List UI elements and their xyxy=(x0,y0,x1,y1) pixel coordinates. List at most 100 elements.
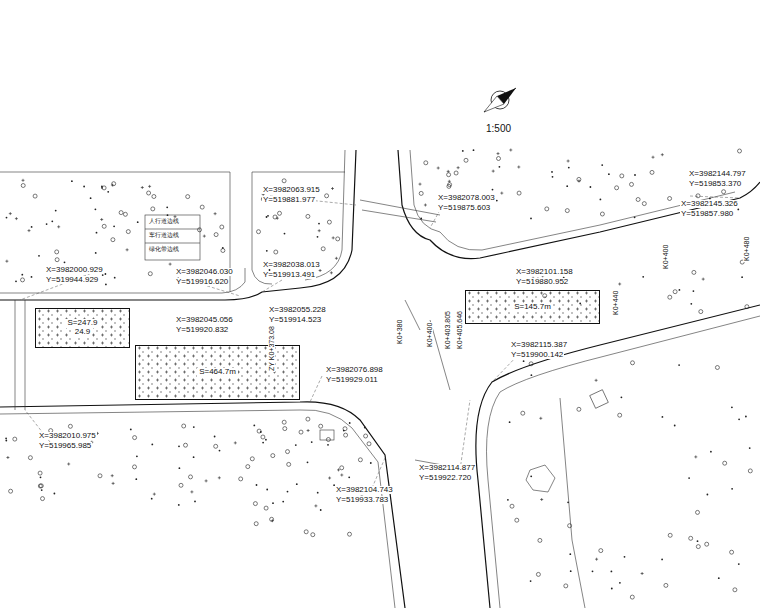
survey-point xyxy=(38,484,42,488)
coordinate-text: X=3982063.915 xyxy=(262,186,321,194)
survey-point xyxy=(133,465,137,469)
survey-point xyxy=(178,504,180,506)
survey-point xyxy=(601,164,603,166)
survey-point xyxy=(521,411,525,415)
survey-point xyxy=(530,580,532,582)
survey-point xyxy=(267,215,269,217)
survey-point xyxy=(420,218,422,220)
survey-point xyxy=(266,489,268,491)
survey-point xyxy=(272,502,274,504)
survey-point xyxy=(133,436,137,440)
survey-point xyxy=(68,424,72,428)
survey-point xyxy=(262,442,264,444)
survey-point xyxy=(497,157,501,161)
survey-point xyxy=(343,427,347,431)
survey-point xyxy=(306,214,310,218)
survey-point xyxy=(107,191,109,193)
survey-point xyxy=(419,191,423,195)
survey-point xyxy=(295,444,297,446)
survey-point xyxy=(642,202,646,206)
survey-point xyxy=(690,303,692,305)
survey-point xyxy=(101,185,103,187)
survey-point xyxy=(697,540,699,542)
survey-point xyxy=(517,166,520,169)
survey-point xyxy=(419,183,422,186)
survey-point xyxy=(723,461,727,465)
survey-point xyxy=(340,474,343,477)
coordinate-text: X=3982046.030 xyxy=(175,268,234,276)
survey-point xyxy=(90,197,92,199)
coordinate-text: Y=519913.491 xyxy=(262,271,316,279)
survey-point xyxy=(307,429,310,432)
survey-point xyxy=(296,483,298,485)
survey-point xyxy=(673,290,677,294)
survey-point xyxy=(39,484,43,488)
leader-lines xyxy=(20,196,740,488)
survey-point xyxy=(348,476,350,478)
survey-point xyxy=(507,499,509,501)
survey-point xyxy=(745,416,747,418)
survey-point xyxy=(694,455,697,458)
coordinate-text: X=3982038.013 xyxy=(262,261,321,269)
survey-point xyxy=(688,477,690,479)
coordinate-text: X=3982076.898 xyxy=(325,366,384,374)
survey-point xyxy=(31,276,33,278)
survey-point xyxy=(595,558,598,561)
survey-point xyxy=(348,532,352,536)
survey-point xyxy=(568,167,570,169)
survey-point xyxy=(664,583,668,587)
coordinate-text: Y=519900.142 xyxy=(510,351,564,359)
survey-point xyxy=(114,277,116,279)
area-label: 24.9 xyxy=(73,328,93,337)
survey-point xyxy=(100,218,103,221)
survey-point xyxy=(517,191,521,195)
survey-point xyxy=(509,149,512,152)
survey-point xyxy=(457,166,460,169)
survey-point xyxy=(631,361,635,365)
survey-point xyxy=(271,454,275,458)
survey-point xyxy=(253,425,255,427)
survey-point xyxy=(182,424,186,428)
green-area: S=145.7m xyxy=(465,290,600,324)
survey-point xyxy=(364,434,368,438)
coordinate-text: X=3982115.387 xyxy=(510,341,568,349)
survey-point xyxy=(424,161,428,165)
survey-point xyxy=(319,269,322,272)
survey-point xyxy=(630,595,634,599)
survey-point xyxy=(668,533,672,537)
survey-point xyxy=(278,211,282,215)
survey-point xyxy=(715,366,719,370)
survey-point xyxy=(538,538,542,542)
station-mark: K0+480 xyxy=(743,236,750,262)
survey-point xyxy=(689,536,693,540)
survey-point xyxy=(98,474,102,478)
survey-point xyxy=(344,433,348,437)
coordinate-text: X=3982145.326 xyxy=(680,200,739,208)
survey-point xyxy=(358,458,362,462)
survey-point xyxy=(718,577,720,579)
survey-point xyxy=(731,406,733,408)
survey-point xyxy=(221,249,225,253)
survey-point xyxy=(745,305,749,309)
survey-point xyxy=(492,170,495,173)
survey-point xyxy=(265,439,267,441)
survey-point xyxy=(705,542,709,546)
survey-point xyxy=(661,153,664,156)
survey-point xyxy=(599,549,603,553)
survey-point xyxy=(271,519,274,522)
survey-point xyxy=(253,502,257,506)
survey-point xyxy=(112,182,116,186)
survey-point xyxy=(96,232,98,234)
survey-point xyxy=(696,545,700,549)
survey-point xyxy=(611,571,613,573)
coordinate-text: Y=519922.720 xyxy=(418,474,472,482)
survey-point xyxy=(5,260,8,263)
survey-point xyxy=(748,469,752,473)
survey-point xyxy=(193,456,195,458)
survey-point xyxy=(111,184,114,187)
north-arrow xyxy=(484,88,516,112)
survey-point xyxy=(600,212,604,216)
survey-point xyxy=(151,207,155,211)
survey-point xyxy=(611,588,613,590)
survey-point xyxy=(214,444,218,448)
